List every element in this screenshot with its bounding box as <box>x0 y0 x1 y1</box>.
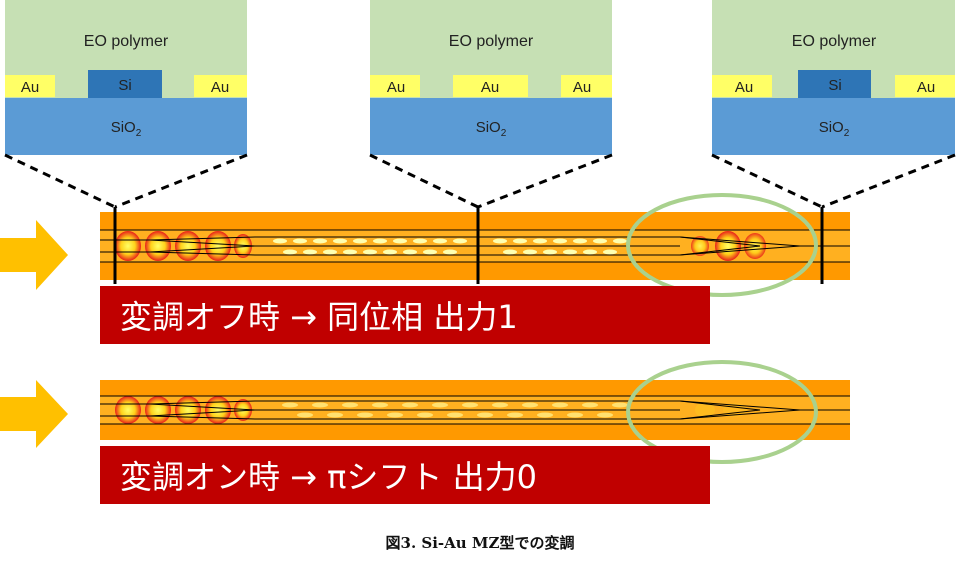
waveguide-outline <box>100 395 850 425</box>
arm-field-spots <box>282 402 628 418</box>
banner-text-on: 変調オン時 → πシフト 出力0 <box>120 458 537 496</box>
au-label: Au <box>481 79 499 96</box>
arm-field-spots <box>273 238 627 255</box>
eo-polymer-label: EO polymer <box>84 33 169 50</box>
sio2-label: SiO2 <box>476 119 507 139</box>
silicon-core <box>88 70 162 98</box>
sio2-substrate <box>712 98 955 155</box>
au-label: Au <box>211 79 229 96</box>
sio2-substrate <box>370 98 612 155</box>
gold-electrode <box>895 75 955 97</box>
highlight-ellipse-icon <box>626 360 818 464</box>
input-arrow-icon <box>0 220 68 290</box>
status-banner-off <box>100 286 710 344</box>
sio2-label: SiO2 <box>111 119 142 139</box>
cross-section-2: EO polymer Au Au Au SiO2 <box>370 0 612 155</box>
gold-electrode <box>561 75 612 97</box>
au-label: Au <box>387 79 405 96</box>
sio2-substrate <box>5 98 247 155</box>
au-label: Au <box>735 79 753 96</box>
cross-section-3: EO polymer Au Si Au SiO2 <box>712 0 955 155</box>
status-banner-on <box>100 446 710 504</box>
gold-electrode <box>712 75 772 97</box>
si-label: Si <box>828 77 841 94</box>
input-arrow-icon <box>0 380 68 448</box>
output-field-spots <box>691 231 766 261</box>
gold-electrode <box>370 75 420 97</box>
silicon-core <box>798 70 871 98</box>
eo-polymer-label: EO polymer <box>449 33 534 50</box>
au-label: Au <box>917 79 935 96</box>
gold-electrode <box>5 75 55 97</box>
cross-section-1: EO polymer Au Si Au SiO2 <box>5 0 247 155</box>
si-label: Si <box>118 77 131 94</box>
highlight-ellipse-icon <box>626 193 818 297</box>
cross-section-markers <box>113 207 824 284</box>
au-label: Au <box>21 79 39 96</box>
gold-electrode <box>194 75 247 97</box>
gold-electrode <box>453 75 528 97</box>
figure-caption: 図3. Si-Au MZ型での変調 <box>385 534 575 552</box>
projection-lines <box>4 153 956 209</box>
waveguide-outline <box>100 229 850 263</box>
eo-polymer-label: EO polymer <box>792 33 877 50</box>
mz-device-off <box>100 193 850 297</box>
sio2-label: SiO2 <box>819 119 850 139</box>
banner-text-off: 変調オフ時 → 同位相 出力1 <box>120 298 518 336</box>
au-label: Au <box>573 79 591 96</box>
mz-device-on <box>100 360 850 464</box>
